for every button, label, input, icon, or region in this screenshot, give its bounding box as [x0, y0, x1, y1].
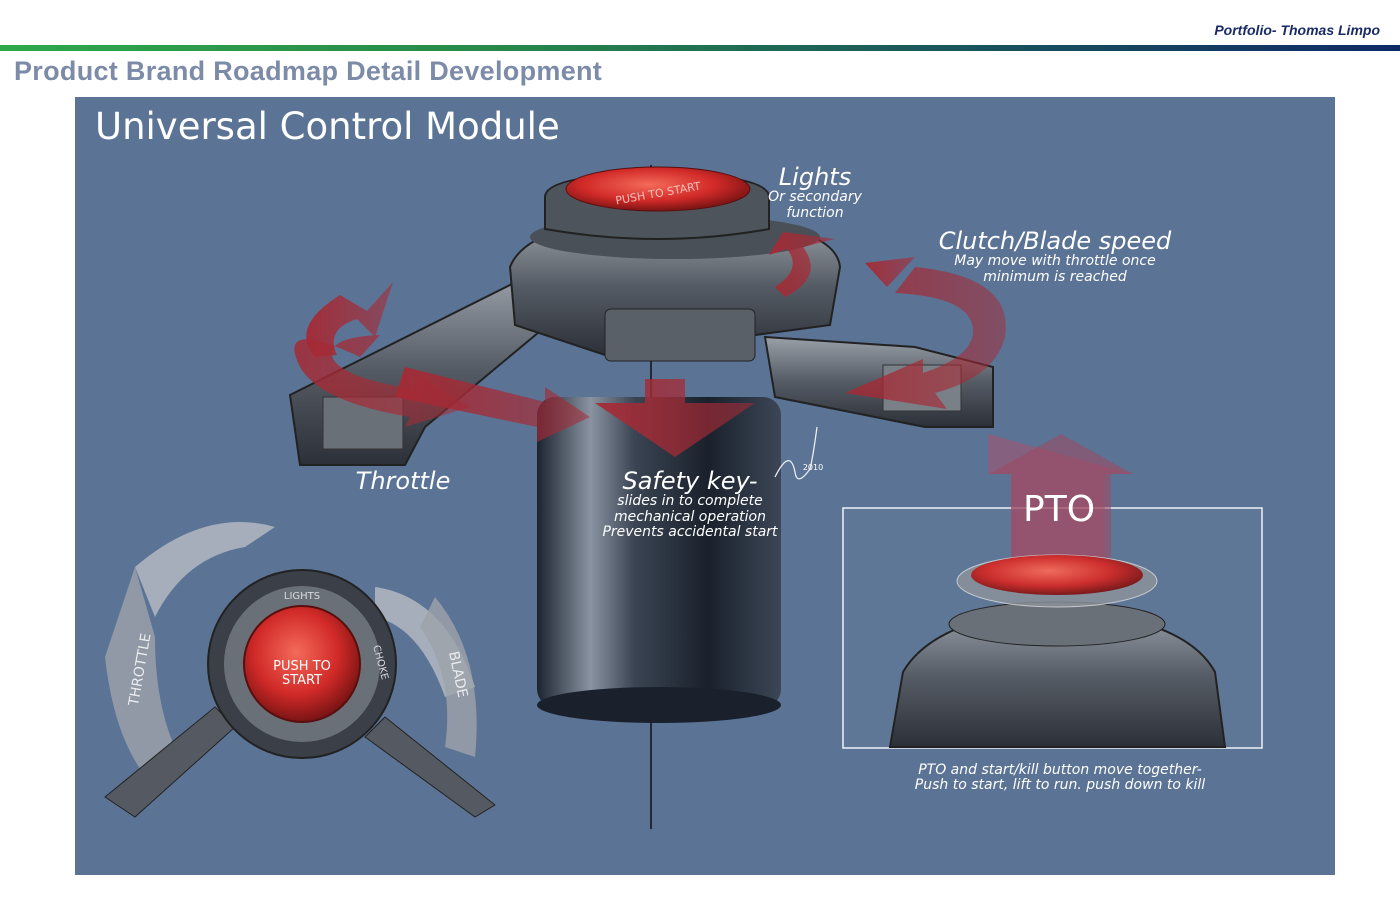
pto-caption: PTO and start/kill button move together-…	[914, 762, 1206, 794]
control-hub: PUSH TO START	[508, 166, 842, 362]
concept-board: PUSH TO START	[75, 97, 1335, 875]
clutch-label: Clutch/Blade speed May move with throttl…	[938, 227, 1172, 285]
page-title: Product Brand Roadmap Detail Development	[14, 56, 603, 86]
knob-top-view	[104, 522, 496, 818]
lights-label: Lights Or secondary function	[768, 163, 862, 221]
safety-key-label: Safety key- slides in to complete mechan…	[602, 467, 778, 541]
module-title: Universal Control Module	[95, 105, 560, 148]
signature-year: 2010	[802, 463, 824, 472]
signature-mark	[774, 426, 818, 480]
illustration: PUSH TO START	[104, 165, 1263, 829]
pto-label: PTO	[1023, 489, 1096, 530]
push-to-start-label: PUSH TO START	[273, 659, 331, 689]
throttle-label: Throttle	[355, 467, 451, 495]
portfolio-label: Portfolio- Thomas Limpo	[1214, 22, 1380, 38]
rotation-arrows	[294, 232, 1006, 457]
header-rule	[0, 45, 1400, 51]
cylinder-body	[537, 397, 781, 723]
lights-ring-label: LIGHTS	[283, 591, 321, 602]
pto-inset	[842, 434, 1263, 749]
